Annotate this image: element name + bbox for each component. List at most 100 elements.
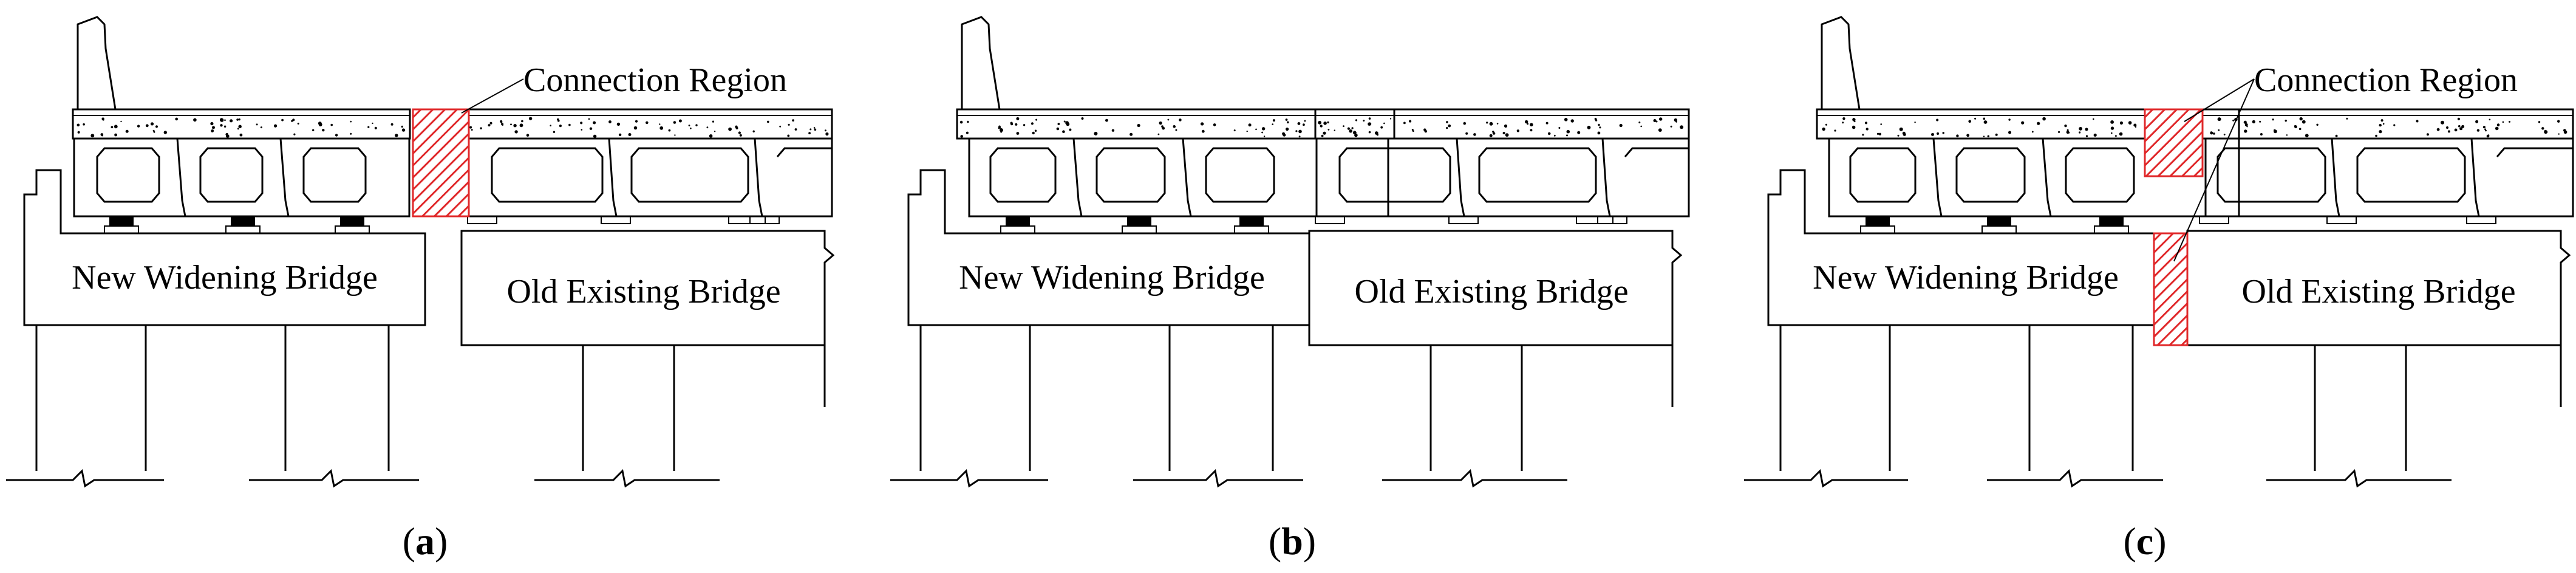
aggregate-dot bbox=[1175, 129, 1177, 131]
aggregate-dot bbox=[2485, 129, 2487, 132]
aggregate-dot bbox=[281, 118, 284, 122]
aggregate-dot bbox=[809, 128, 812, 131]
aggregate-dot bbox=[1880, 123, 1882, 125]
aggregate-dot bbox=[1566, 134, 1568, 137]
aggregate-dot bbox=[1670, 125, 1672, 128]
aggregate-dot bbox=[163, 131, 167, 134]
aggregate-dot bbox=[1852, 118, 1856, 122]
cap-beam-old-b bbox=[1308, 230, 1683, 346]
aggregate-dot bbox=[1505, 133, 1509, 137]
aggregate-dot bbox=[2457, 117, 2460, 120]
aggregate-dot bbox=[211, 129, 214, 132]
aggregate-dot bbox=[350, 132, 352, 135]
box-girders-old-a bbox=[468, 137, 833, 218]
aggregate-dot bbox=[1159, 121, 1162, 125]
aggregate-dot bbox=[145, 124, 149, 128]
panel-b: New Widening Bridge Old Existing Bridge … bbox=[890, 16, 1690, 563]
aggregate-dot bbox=[1286, 127, 1289, 131]
aggregate-dot bbox=[787, 134, 790, 137]
aggregate-dot bbox=[1936, 118, 1939, 122]
panel-caption-a: (a) bbox=[403, 520, 448, 563]
aggregate-dot bbox=[1303, 123, 1305, 126]
aggregate-dot bbox=[1295, 130, 1298, 132]
aggregate-dot bbox=[150, 122, 154, 126]
connection-hatch-cap-c bbox=[2153, 232, 2189, 346]
aggregate-dot bbox=[2375, 134, 2377, 137]
parapet-c bbox=[1821, 16, 1861, 110]
aggregate-dot bbox=[2380, 119, 2383, 122]
aggregate-dot bbox=[1015, 123, 1018, 126]
aggregate-dot bbox=[1261, 127, 1266, 131]
aggregate-dot bbox=[678, 119, 682, 123]
aggregate-dot bbox=[1587, 125, 1591, 129]
aggregate-dot bbox=[2563, 130, 2567, 134]
cap-beam-old-c bbox=[2186, 230, 2571, 346]
piers-new-b bbox=[919, 325, 1274, 471]
aggregate-dot bbox=[2133, 123, 2137, 127]
bearings-new-b bbox=[1000, 216, 1269, 234]
aggregate-dot bbox=[2085, 135, 2088, 137]
aggregate-dot bbox=[125, 129, 129, 133]
aggregate-dot bbox=[238, 118, 240, 121]
aggregate-dot bbox=[1412, 130, 1414, 132]
aggregate-dot bbox=[1354, 133, 1358, 137]
aggregate-dot bbox=[2259, 120, 2261, 123]
aggregate-dot bbox=[1297, 122, 1301, 125]
aggregate-dot bbox=[739, 134, 742, 137]
aggregate-dot bbox=[553, 131, 556, 133]
aggregate-dot bbox=[223, 125, 227, 128]
aggregate-dot bbox=[2068, 131, 2070, 134]
aggregate-dot bbox=[521, 120, 523, 123]
aggregate-dot bbox=[1598, 123, 1600, 126]
aggregate-dot bbox=[1351, 127, 1354, 129]
aggregate-dot bbox=[1010, 123, 1014, 126]
panel-caption-c: (c) bbox=[2123, 520, 2166, 563]
aggregate-dot bbox=[260, 126, 262, 129]
piers-old-a bbox=[582, 345, 826, 471]
aggregate-dot bbox=[292, 118, 295, 122]
aggregate-dot bbox=[1659, 117, 1663, 121]
aggregate-dot bbox=[401, 125, 403, 128]
aggregate-dot bbox=[2064, 124, 2067, 128]
cap-beam-new-c bbox=[1767, 169, 2155, 326]
aggregate-dot bbox=[1931, 132, 1934, 136]
aggregate-dot bbox=[2454, 128, 2458, 132]
aggregate-dot bbox=[210, 122, 214, 126]
aggregate-dot bbox=[2115, 135, 2117, 137]
aggregate-dot bbox=[2441, 120, 2444, 125]
leader-line-c1 bbox=[2184, 78, 2255, 122]
aggregate-dot bbox=[489, 122, 492, 125]
aggregate-dot bbox=[114, 133, 118, 137]
aggregate-dot bbox=[1825, 123, 1827, 126]
aggregate-dot bbox=[588, 118, 590, 120]
aggregate-dot bbox=[1878, 132, 1881, 136]
aggregate-dot bbox=[1298, 129, 1302, 134]
aggregate-dot bbox=[1137, 123, 1140, 128]
aggregate-dot bbox=[510, 123, 512, 126]
aggregate-dot bbox=[2496, 123, 2500, 126]
aggregate-dot bbox=[1983, 136, 1985, 137]
aggregate-dot bbox=[1380, 126, 1383, 129]
aggregate-dot bbox=[1446, 121, 1448, 123]
aggregate-dot bbox=[674, 134, 676, 136]
aggregate-dot bbox=[659, 123, 661, 125]
aggregate-dot bbox=[2541, 127, 2544, 130]
aggregate-dot bbox=[236, 118, 239, 121]
aggregate-dot bbox=[2244, 123, 2248, 126]
aggregate-dot bbox=[1363, 120, 1365, 122]
aggregate-dot bbox=[728, 127, 732, 131]
aggregate-dot bbox=[526, 134, 530, 137]
leader-line-a bbox=[461, 78, 524, 114]
aggregate-dot bbox=[2487, 134, 2490, 137]
aggregate-dot bbox=[256, 123, 258, 126]
aggregate-dot bbox=[224, 119, 226, 121]
aggregate-dot bbox=[1105, 118, 1108, 122]
aggregate-dot bbox=[1966, 134, 1970, 137]
aggregate-dot bbox=[2482, 126, 2486, 129]
aggregate-dot bbox=[1233, 129, 1236, 132]
box-girders-new-b bbox=[968, 137, 1389, 218]
aggregate-dot bbox=[1323, 132, 1325, 134]
aggregate-dot bbox=[690, 127, 692, 129]
aggregate-dot bbox=[2459, 127, 2463, 131]
